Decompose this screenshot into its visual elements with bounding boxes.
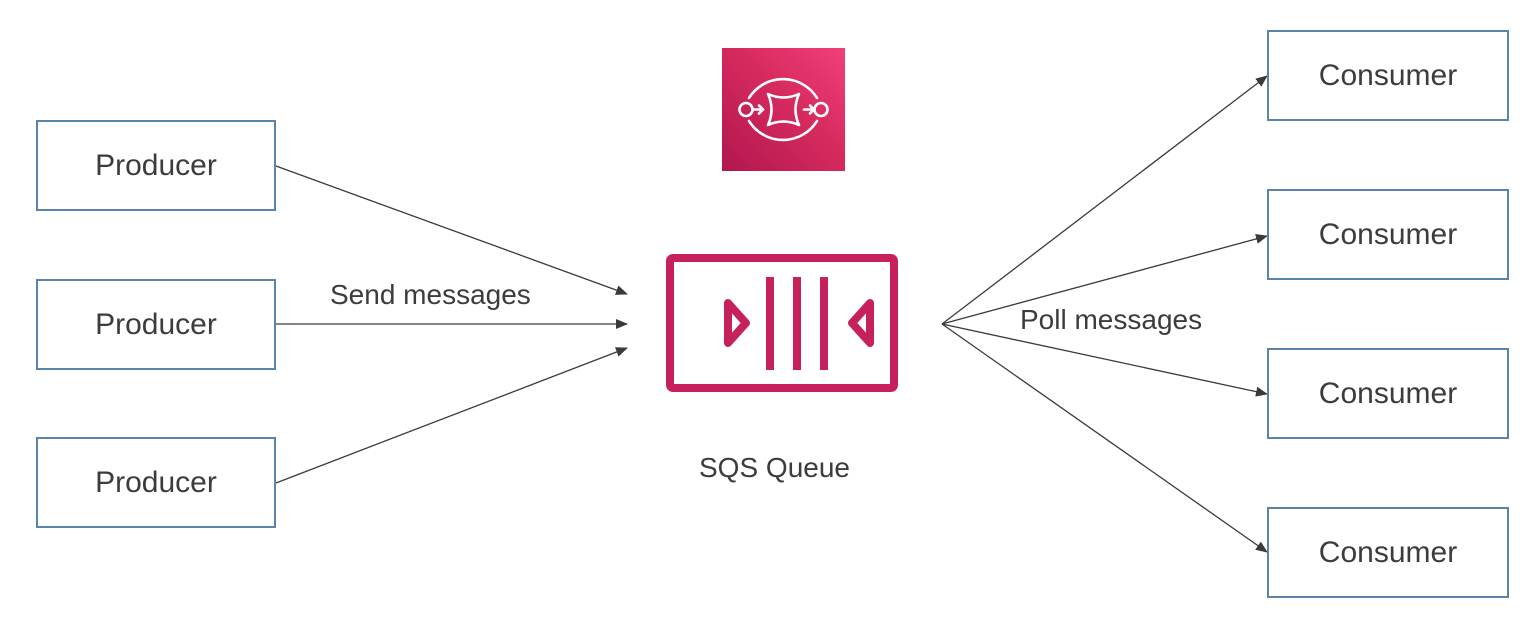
poll-arrow-2 (941, 234, 1268, 325)
consumer-label: Consumer (1318, 217, 1458, 251)
producer-label: Producer (95, 465, 217, 499)
sqs-queue-icon (666, 254, 898, 397)
poll-messages-label: Poll messages (1020, 304, 1203, 335)
queue-label: SQS Queue (699, 452, 850, 483)
producer-box[interactable]: Producer (36, 437, 276, 528)
consumer-box[interactable]: Consumer (1267, 189, 1509, 280)
send-messages-label: Send messages (330, 279, 531, 310)
producer-label: Producer (95, 307, 217, 341)
consumer-box[interactable]: Consumer (1267, 30, 1509, 121)
sqs-queue-glyph (666, 254, 898, 392)
consumer-box[interactable]: Consumer (1267, 348, 1509, 439)
producer-label: Producer (95, 148, 217, 182)
consumer-label: Consumer (1318, 535, 1458, 569)
sqs-service-icon (722, 48, 845, 171)
sqs-service-glyph (738, 77, 829, 142)
producer-box[interactable]: Producer (36, 279, 276, 370)
poll-arrow-3 (941, 323, 1268, 397)
send-arrow-1 (275, 165, 628, 295)
poll-arrow-1 (941, 75, 1268, 325)
consumer-label: Consumer (1318, 58, 1458, 92)
send-arrow-3 (275, 347, 628, 484)
consumer-box[interactable]: Consumer (1267, 507, 1509, 598)
consumer-label: Consumer (1318, 376, 1458, 410)
poll-arrow-4 (941, 323, 1268, 553)
producer-box[interactable]: Producer (36, 120, 276, 211)
